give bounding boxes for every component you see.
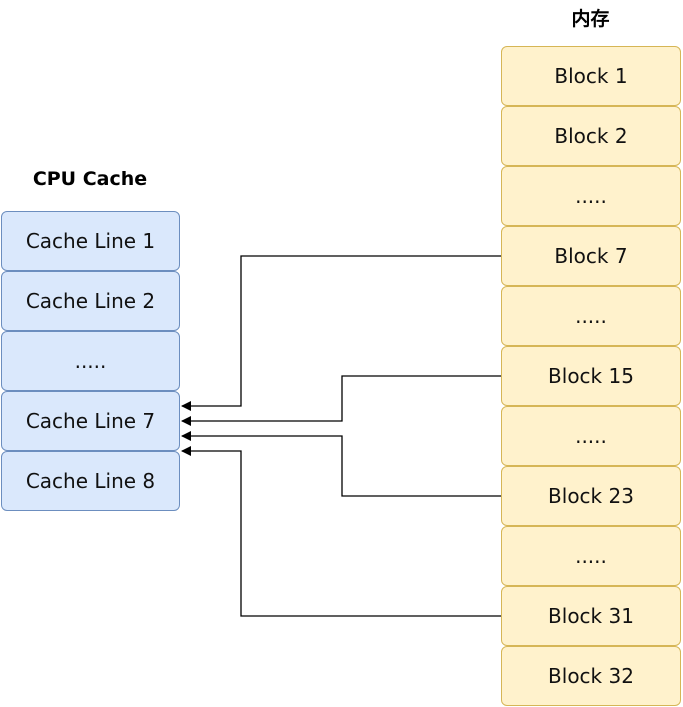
cache-line-2: Cache Line 2 (1, 271, 180, 331)
memory-block-1: Block 1 (501, 46, 681, 106)
memory-block-15: Block 15 (501, 346, 681, 406)
memory-block-ellipsis-2: ..... (501, 286, 681, 346)
cache-line-1: Cache Line 1 (1, 211, 180, 271)
cpu-cache-title: CPU Cache (32, 168, 148, 190)
memory-block-ellipsis-3: ..... (501, 406, 681, 466)
cache-line-ellipsis: ..... (1, 331, 180, 391)
connector-block-15 (181, 375, 501, 426)
memory-block-23: Block 23 (501, 466, 681, 526)
memory-title: 内存 (571, 8, 610, 30)
memory-block-ellipsis-1: ..... (501, 166, 681, 226)
memory-block-31: Block 31 (501, 586, 681, 646)
cache-line-7: Cache Line 7 (1, 391, 180, 451)
memory-block-ellipsis-4: ..... (501, 526, 681, 586)
connector-block-31 (181, 446, 501, 617)
memory-block-2: Block 2 (501, 106, 681, 166)
memory-block-32: Block 32 (501, 646, 681, 706)
cache-line-8: Cache Line 8 (1, 451, 180, 511)
memory-block-7: Block 7 (501, 226, 681, 286)
connector-block-23 (181, 431, 501, 497)
connector-block-7 (181, 255, 501, 411)
